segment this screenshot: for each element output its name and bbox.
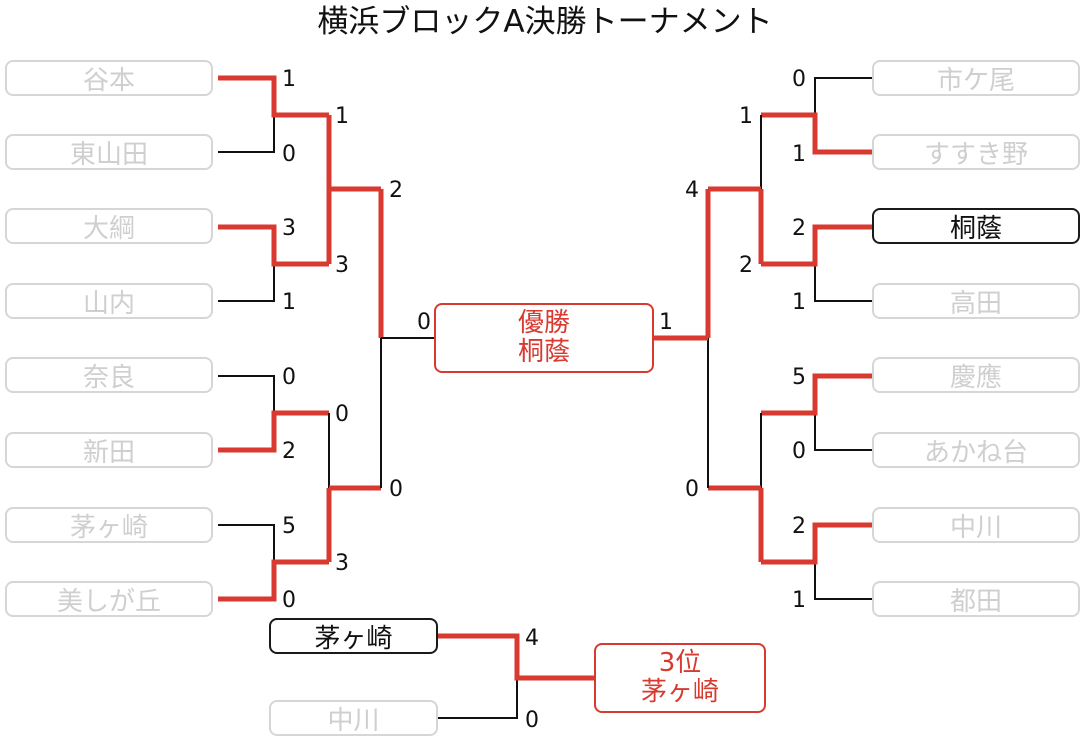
loser-line <box>218 375 275 413</box>
score-label: 0 <box>389 477 403 502</box>
team-box-right[interactable]: あかね台 <box>872 432 1080 468</box>
score-label: 0 <box>282 365 296 390</box>
loser-line <box>218 264 275 302</box>
loser-line <box>218 115 275 153</box>
third-place-team-box[interactable]: 茅ヶ崎 <box>269 618 438 654</box>
team-box-right[interactable]: 桐蔭 <box>872 208 1080 244</box>
team-box-left[interactable]: 東山田 <box>5 134 213 170</box>
score-label: 1 <box>282 290 296 315</box>
team-box-right[interactable]: すすき野 <box>872 134 1080 170</box>
score-label: 2 <box>282 439 296 464</box>
team-box-right[interactable]: 都田 <box>872 581 1080 617</box>
score-label: 2 <box>739 253 753 278</box>
team-box-left[interactable]: 美しが丘 <box>5 581 213 617</box>
team-box-right[interactable]: 中川 <box>872 507 1080 543</box>
third-place-team: 茅ヶ崎 <box>640 677 719 707</box>
score-label: 0 <box>792 439 806 464</box>
champion-label: 優勝 <box>517 308 570 338</box>
team-box-left[interactable]: 奈良 <box>5 357 213 393</box>
score-label: 2 <box>389 178 403 203</box>
score-label: 0 <box>282 142 296 167</box>
champion-box[interactable]: 優勝 桐蔭 <box>434 303 654 373</box>
score-label: 1 <box>792 142 806 167</box>
score-label: 1 <box>792 588 806 613</box>
third-place-label: 3位 <box>658 648 702 678</box>
score-label: 3 <box>335 253 349 278</box>
score-label: 0 <box>417 310 431 335</box>
team-box-left[interactable]: 山内 <box>5 283 213 319</box>
third-place-team-box[interactable]: 中川 <box>269 700 438 736</box>
loser-line <box>814 413 872 451</box>
score-label: 2 <box>792 216 806 241</box>
score-label: 1 <box>792 290 806 315</box>
score-label: 4 <box>685 178 699 203</box>
score-label: 0 <box>282 588 296 613</box>
third-place-result-box[interactable]: 3位 茅ヶ崎 <box>594 643 766 713</box>
score-label: 1 <box>335 104 349 129</box>
tournament-title: 横浜ブロックA決勝トーナメント <box>317 4 773 40</box>
score-label: 0 <box>335 402 349 427</box>
score-label: 1 <box>739 104 753 129</box>
score-label: 4 <box>525 626 539 651</box>
score-label: 0 <box>525 708 539 733</box>
loser-line <box>814 562 872 600</box>
winner-line <box>761 373 872 416</box>
loser-line <box>814 264 872 302</box>
score-label: 0 <box>792 67 806 92</box>
team-box-left[interactable]: 茅ヶ崎 <box>5 507 213 543</box>
team-box-left[interactable]: 谷本 <box>5 60 213 96</box>
score-label: 0 <box>685 477 699 502</box>
team-box-left[interactable]: 新田 <box>5 432 213 468</box>
champion-team: 桐蔭 <box>517 337 570 367</box>
winner-line <box>761 224 872 267</box>
score-label: 5 <box>282 514 296 539</box>
team-box-right[interactable]: 慶應 <box>872 357 1080 393</box>
winner-line <box>218 75 329 118</box>
team-box-left[interactable]: 大綱 <box>5 208 213 244</box>
winner-line <box>761 112 872 155</box>
score-label: 3 <box>335 551 349 576</box>
team-box-right[interactable]: 高田 <box>872 283 1080 319</box>
loser-line <box>814 77 872 115</box>
score-label: 5 <box>792 365 806 390</box>
winner-line <box>218 559 329 602</box>
winner-line <box>218 410 329 453</box>
loser-line <box>218 524 275 562</box>
score-label: 2 <box>792 514 806 539</box>
team-box-right[interactable]: 市ケ尾 <box>872 60 1080 96</box>
winner-line <box>218 224 329 267</box>
winner-line <box>761 522 872 565</box>
score-label: 1 <box>282 67 296 92</box>
score-label: 3 <box>282 216 296 241</box>
score-label: 1 <box>659 310 673 335</box>
loser-line <box>438 678 518 719</box>
winner-line <box>438 633 594 681</box>
